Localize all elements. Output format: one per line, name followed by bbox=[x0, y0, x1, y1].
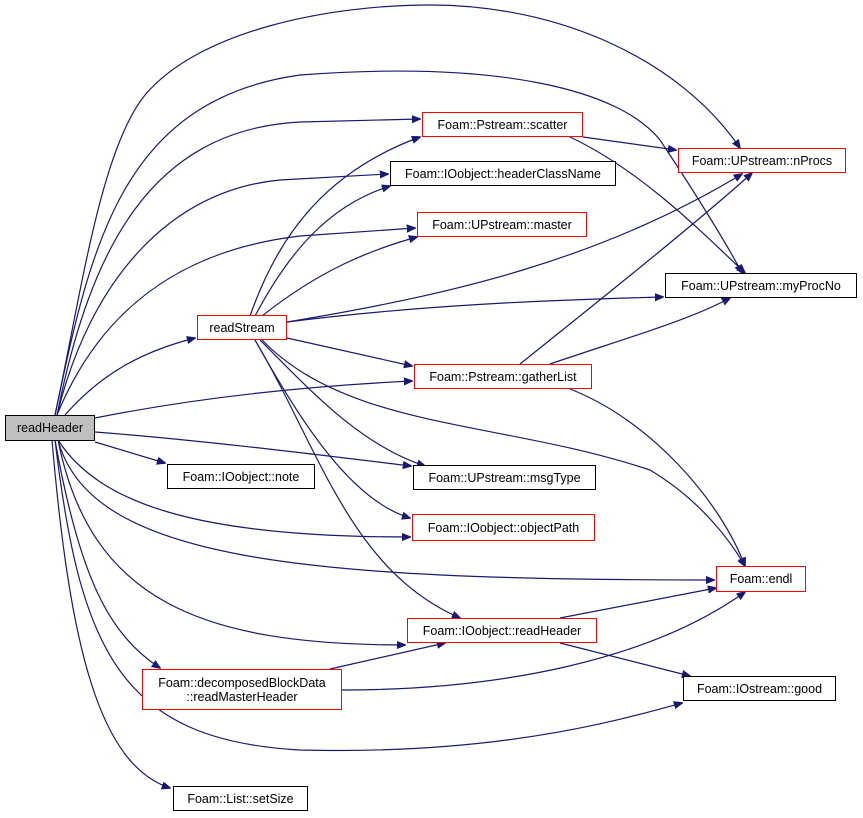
node-scatter[interactable]: Foam::Pstream::scatter bbox=[422, 112, 583, 137]
edge-ioReadHeader-endl bbox=[559, 588, 716, 619]
edge-readHeader-endl bbox=[57, 439, 714, 580]
node-label: Foam::Pstream::scatter bbox=[437, 117, 568, 132]
node-good[interactable]: Foam::IOstream::good bbox=[683, 676, 836, 701]
edge-readStream-ioReadHeader bbox=[254, 339, 460, 618]
edge-readHeader-nProcs bbox=[54, 4, 740, 416]
edge-readHeader-readStream bbox=[64, 338, 195, 416]
node-label: readStream bbox=[209, 320, 275, 335]
edge-gatherList-nProcs bbox=[519, 173, 752, 365]
edge-readHeader-gatherList bbox=[94, 381, 412, 419]
edge-readStream-myProcNo bbox=[286, 297, 663, 323]
edge-scatter-nProcs bbox=[582, 136, 676, 150]
node-label: Foam::IOobject::headerClassName bbox=[405, 166, 601, 181]
node-endl[interactable]: Foam::endl bbox=[716, 566, 806, 592]
node-label: Foam::List::setSize bbox=[187, 791, 294, 806]
edge-readHeader-readMasterHeader bbox=[54, 439, 160, 668]
edge-readStream-master bbox=[261, 237, 417, 317]
node-objectPath[interactable]: Foam::IOobject::objectPath bbox=[412, 514, 595, 541]
edge-readStream-scatter bbox=[249, 137, 420, 317]
edge-scatter-myProcNo bbox=[569, 136, 745, 273]
edge-readStream-nProcs bbox=[286, 174, 742, 323]
edge-readHeader-objectPath bbox=[57, 439, 410, 537]
node-readMasterHeader[interactable]: Foam::decomposedBlockData ::readMasterHe… bbox=[142, 669, 342, 710]
edge-readStream-endl bbox=[261, 339, 745, 566]
edge-readMasterHeader-endl bbox=[341, 592, 745, 691]
edge-readMasterHeader-ioReadHeader bbox=[329, 643, 445, 670]
node-label-line1: Foam::decomposedBlockData bbox=[158, 675, 326, 690]
edge-readStream-msgType bbox=[259, 339, 425, 466]
edge-readHeader-headerClassName bbox=[56, 174, 388, 416]
node-label: Foam::IOstream::good bbox=[696, 681, 823, 696]
node-note[interactable]: Foam::IOobject::note bbox=[167, 464, 315, 489]
node-label-line2: ::readMasterHeader bbox=[186, 689, 298, 704]
node-setSize[interactable]: Foam::List::setSize bbox=[173, 786, 308, 811]
edge-readHeader-msgType bbox=[94, 431, 411, 466]
node-master[interactable]: Foam::UPstream::master bbox=[417, 212, 587, 237]
node-label: Foam::UPstream::msgType bbox=[428, 470, 581, 485]
node-label: readHeader bbox=[16, 421, 83, 435]
edge-readHeader-good bbox=[54, 439, 682, 752]
node-label: Foam::IOobject::readHeader bbox=[422, 623, 582, 638]
node-myProcNo[interactable]: Foam::UPstream::myProcNo bbox=[665, 273, 857, 298]
node-gatherList[interactable]: Foam::Pstream::gatherList bbox=[414, 364, 592, 389]
node-label: Foam::Pstream::gatherList bbox=[429, 369, 577, 384]
edge-gatherList-myProcNo bbox=[549, 298, 730, 365]
edge-readHeader-setSize bbox=[51, 439, 170, 788]
node-label: Foam::UPstream::master bbox=[432, 217, 572, 232]
node-label: Foam::IOobject::objectPath bbox=[427, 520, 580, 535]
node-label: Foam::UPstream::myProcNo bbox=[681, 278, 841, 293]
node-ioReadHeader[interactable]: Foam::IOobject::readHeader bbox=[407, 618, 597, 643]
edge-readStream-gatherList bbox=[286, 337, 412, 366]
edge-readHeader-master bbox=[56, 228, 415, 416]
edge-readHeader-scatter bbox=[56, 119, 420, 416]
node-readStream[interactable]: readStream bbox=[197, 315, 287, 340]
edge-readStream-objectPath bbox=[254, 339, 410, 518]
node-label: Foam::UPstream::nProcs bbox=[691, 153, 833, 168]
edge-ioReadHeader-good bbox=[559, 642, 690, 676]
node-nProcs[interactable]: Foam::UPstream::nProcs bbox=[678, 148, 846, 173]
node-msgType[interactable]: Foam::UPstream::msgType bbox=[413, 465, 596, 490]
edge-readHeader-note bbox=[94, 441, 165, 463]
edge-readHeader-myProcNo bbox=[54, 70, 742, 416]
node-label: Foam::endl bbox=[729, 572, 793, 586]
edge-readHeader-ioReadHeader bbox=[57, 439, 405, 645]
node-readHeader[interactable]: readHeader bbox=[5, 415, 95, 441]
node-label: Foam::IOobject::note bbox=[182, 469, 300, 484]
node-headerClassName[interactable]: Foam::IOobject::headerClassName bbox=[390, 161, 616, 186]
edge-gatherList-endl bbox=[569, 388, 745, 566]
edge-readStream-headerClassName bbox=[254, 186, 390, 317]
